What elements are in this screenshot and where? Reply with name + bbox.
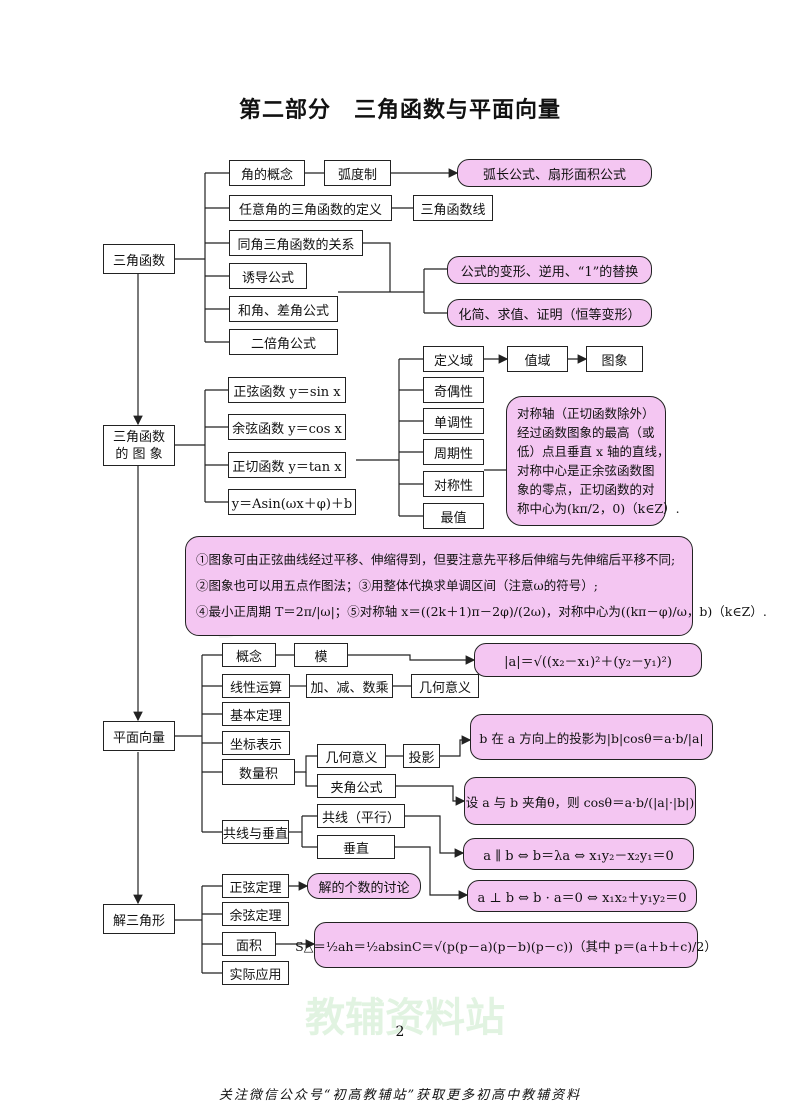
node-angle-formula[interactable]: 夹角公式: [317, 774, 396, 798]
node-induction-formula[interactable]: 诱导公式: [229, 263, 307, 289]
node-arc-length-formula[interactable]: 弧长公式、扇形面积公式: [457, 159, 652, 187]
node-perpendicular-condition[interactable]: a ⊥ b ⇔ b · a＝0 ⇔ x₁x₂＋y₁y₂＝0: [467, 880, 697, 912]
node-add-sub-scalar[interactable]: 加、减、数乘: [306, 674, 393, 698]
node-solve-triangle[interactable]: 解三角形: [103, 904, 175, 934]
node-double-angle-formula[interactable]: 二倍角公式: [229, 329, 338, 355]
node-collinear-perpendicular[interactable]: 共线与垂直: [222, 820, 289, 844]
symmetry-note-line4: 对称中心是正余弦函数图: [517, 463, 655, 478]
node-general-sine-function[interactable]: y＝Asin(ωx＋φ)＋b: [228, 489, 356, 515]
node-area-formula[interactable]: S△＝½ah＝½absinC＝√(p(p－a)(p－b)(p－c))（其中 p＝…: [295, 922, 717, 968]
node-monotonicity[interactable]: 单调性: [423, 408, 484, 434]
node-domain[interactable]: 定义域: [423, 346, 484, 372]
node-sum-difference-formula[interactable]: 和角、差角公式: [229, 296, 338, 322]
node-cosine-function[interactable]: 余弦函数 y＝cos x: [228, 414, 346, 440]
node-collinear-parallel[interactable]: 共线（平行）: [317, 804, 405, 828]
node-linear-operation[interactable]: 线性运算: [222, 674, 290, 698]
node-dot-product[interactable]: 数量积: [222, 759, 295, 785]
graph-note-line2: ②图象也可以用五点作图法；③用整体代换求单调区间（注意ω的符号）;: [196, 578, 598, 593]
node-radian[interactable]: 弧度制: [324, 160, 391, 186]
symmetry-note-line6: 称中心为(kπ/2，0)（k∈Z）.: [517, 501, 680, 516]
node-modulus-formula[interactable]: |a|＝√((x₂－x₁)²＋(y₂－y₁)²): [474, 643, 702, 677]
node-projection-formula[interactable]: b 在 a 方向上的投影为|b|cosθ＝a·b/|a|: [470, 714, 713, 760]
node-symmetry[interactable]: 对称性: [423, 471, 484, 497]
graph-note-line1: ①图象可由正弦曲线经过平移、伸缩得到，但要注意先平移后伸缩与先伸缩后平移不同;: [196, 552, 676, 567]
node-geometric-meaning[interactable]: 几何意义: [411, 674, 479, 698]
symmetry-note-line3: 低）点且垂直 x 轴的直线，: [517, 444, 670, 459]
node-law-of-sines[interactable]: 正弦定理: [222, 874, 289, 898]
symmetry-note-line2: 经过函数图象的最高（或: [517, 425, 655, 440]
node-graph-properties-note[interactable]: ①图象可由正弦曲线经过平移、伸缩得到，但要注意先平移后伸缩与先伸缩后平移不同; …: [185, 536, 767, 636]
node-range[interactable]: 值域: [507, 346, 568, 372]
node-coordinate-representation[interactable]: 坐标表示: [222, 731, 290, 755]
footer-note: 关注微信公众号“初高教辅站”获取更多初高中教辅资料: [218, 1088, 582, 1103]
node-symmetry-note[interactable]: 对称轴（正切函数除外） 经过函数图象的最高（或 低）点且垂直 x 轴的直线， 对…: [506, 396, 680, 526]
node-same-angle-relation[interactable]: 同角三角函数的关系: [229, 230, 363, 256]
node-trig-lines[interactable]: 三角函数线: [413, 195, 493, 221]
page-number: 2: [395, 1024, 405, 1040]
symmetry-note-line5: 象的零点，正切函数的对: [517, 482, 655, 497]
node-sine-function[interactable]: 正弦函数 y＝sin x: [228, 377, 346, 403]
node-trig-graphs-line1: 三角函数: [112, 429, 165, 445]
node-basic-theorem[interactable]: 基本定理: [222, 702, 290, 726]
node-general-angle-definition[interactable]: 任意角的三角函数的定义: [229, 195, 392, 221]
node-simplify-prove[interactable]: 化简、求值、证明（恒等变形）: [447, 299, 652, 327]
node-graph[interactable]: 图象: [586, 346, 643, 372]
node-tangent-function[interactable]: 正切函数 y＝tan x: [228, 452, 346, 478]
node-periodicity[interactable]: 周期性: [423, 439, 484, 465]
node-trig-graphs-line2: 的 图 象: [115, 446, 163, 462]
node-extremum[interactable]: 最值: [423, 503, 484, 529]
node-plane-vector[interactable]: 平面向量: [103, 721, 175, 751]
node-number-of-solutions[interactable]: 解的个数的讨论: [307, 873, 421, 899]
node-trig-functions[interactable]: 三角函数: [103, 244, 175, 274]
node-parity[interactable]: 奇偶性: [423, 377, 484, 403]
node-dot-geometric-meaning[interactable]: 几何意义: [317, 744, 386, 768]
page-title: 第二部分 三角函数与平面向量: [238, 98, 561, 123]
node-vector-concept[interactable]: 概念: [222, 643, 276, 667]
node-modulus[interactable]: 模: [294, 643, 348, 667]
watermark-logo-text: 教辅资料站: [305, 995, 505, 1041]
node-trig-graphs[interactable]: 三角函数 的 图 象: [103, 425, 175, 466]
node-area[interactable]: 面积: [222, 932, 276, 956]
node-angle-concept[interactable]: 角的概念: [229, 160, 305, 186]
node-practical-application[interactable]: 实际应用: [222, 961, 289, 985]
node-law-of-cosines[interactable]: 余弦定理: [222, 902, 289, 926]
node-angle-formula-detail[interactable]: 设 a 与 b 夹角θ，则 cosθ＝a·b/(|a|·|b|): [464, 777, 696, 825]
node-projection[interactable]: 投影: [403, 744, 440, 768]
node-formula-transform[interactable]: 公式的变形、逆用、“1”的替换: [447, 256, 652, 284]
symmetry-note-line1: 对称轴（正切函数除外）: [517, 406, 655, 421]
node-perpendicular[interactable]: 垂直: [317, 835, 395, 859]
node-parallel-condition[interactable]: a ∥ b ⇔ b＝λa ⇔ x₁y₂－x₂y₁＝0: [463, 838, 694, 870]
graph-note-line3: ④最小正周期 T＝2π/|ω|；⑤对称轴 x＝((2k＋1)π－2φ)/(2ω)…: [196, 604, 767, 619]
